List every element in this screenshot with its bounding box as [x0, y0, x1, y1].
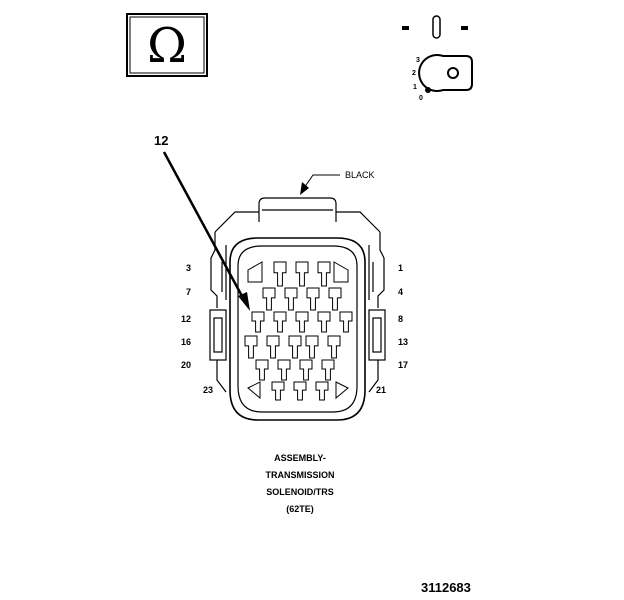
- terminal-cavity-8: [251, 311, 265, 333]
- ignition-key-icon: 3 2 1 0: [402, 15, 473, 102]
- terminal-cavity-6: [306, 287, 320, 311]
- pin-label-4: 4: [398, 287, 403, 297]
- ohmmeter-symbol-box: Ω: [126, 13, 208, 77]
- ignition-pos-0: 0: [419, 95, 423, 102]
- terminal-cavity-14: [266, 335, 280, 359]
- ignition-pos-2: 2: [412, 70, 416, 77]
- pin-label-1: 1: [398, 263, 403, 273]
- terminal-cavity-23: [293, 381, 307, 401]
- terminal-cavity-15: [288, 335, 302, 359]
- pin-label-13: 13: [398, 337, 408, 347]
- terminal-cavity-17: [327, 335, 341, 359]
- pin-label-3: 3: [186, 263, 191, 273]
- corner-key-top-right: [333, 261, 349, 283]
- pin-label-20: 20: [181, 360, 191, 370]
- callout-number: 12: [154, 133, 168, 148]
- connector-housing: [209, 197, 386, 421]
- terminal-cavity-4: [262, 287, 276, 311]
- terminal-cavity-20: [299, 359, 313, 381]
- pin-label-23: 23: [203, 385, 213, 395]
- color-black-label: BLACK: [345, 170, 375, 180]
- terminal-cavity-2: [295, 261, 309, 287]
- pin-labels-left: 3 7 12 16 20 23: [181, 263, 213, 395]
- terminal-cavity-3: [317, 261, 331, 287]
- terminal-cavity-24: [315, 381, 329, 401]
- terminal-cavity-19: [277, 359, 291, 381]
- terminal-cavity-5: [284, 287, 298, 311]
- callout-12: 12: [154, 133, 250, 311]
- pin-label-17: 17: [398, 360, 408, 370]
- corner-key-bottom-left: [247, 381, 261, 400]
- connector-color-label: BLACK: [300, 170, 375, 195]
- terminal-cavity-10: [295, 311, 309, 333]
- ignition-pos-3: 3: [416, 57, 420, 64]
- corner-key-bottom-right: [335, 381, 349, 400]
- ohm-icon: Ω: [147, 18, 187, 74]
- terminal-cavity-9: [273, 311, 287, 333]
- ignition-pos-1: 1: [413, 84, 417, 91]
- caption-line-4: (62TE): [286, 504, 314, 514]
- terminal-cavities: [244, 261, 353, 401]
- pin-labels-right: 1 4 8 13 17 21: [376, 263, 408, 395]
- corner-key-top-left: [247, 261, 263, 283]
- caption-line-1: ASSEMBLY-: [274, 453, 326, 463]
- terminal-cavity-18: [255, 359, 269, 381]
- terminal-cavity-7: [328, 287, 342, 311]
- pin-label-7: 7: [186, 287, 191, 297]
- assembly-caption: ASSEMBLY- TRANSMISSION SOLENOID/TRS (62T…: [230, 450, 370, 518]
- pin-label-8: 8: [398, 314, 403, 324]
- terminal-cavity-22: [271, 381, 285, 401]
- pin-label-16: 16: [181, 337, 191, 347]
- pin-label-21: 21: [376, 385, 386, 395]
- caption-line-2: TRANSMISSION: [265, 470, 335, 480]
- part-number: 3112683: [421, 580, 471, 595]
- terminal-cavity-21: [321, 359, 335, 381]
- caption-line-3: SOLENOID/TRS: [266, 487, 334, 497]
- terminal-cavity-13: [244, 335, 258, 359]
- terminal-cavity-1: [273, 261, 287, 287]
- pin-label-12: 12: [181, 314, 191, 324]
- terminal-cavity-16: [305, 335, 319, 359]
- terminal-cavity-12: [339, 311, 353, 333]
- terminal-cavity-11: [317, 311, 331, 333]
